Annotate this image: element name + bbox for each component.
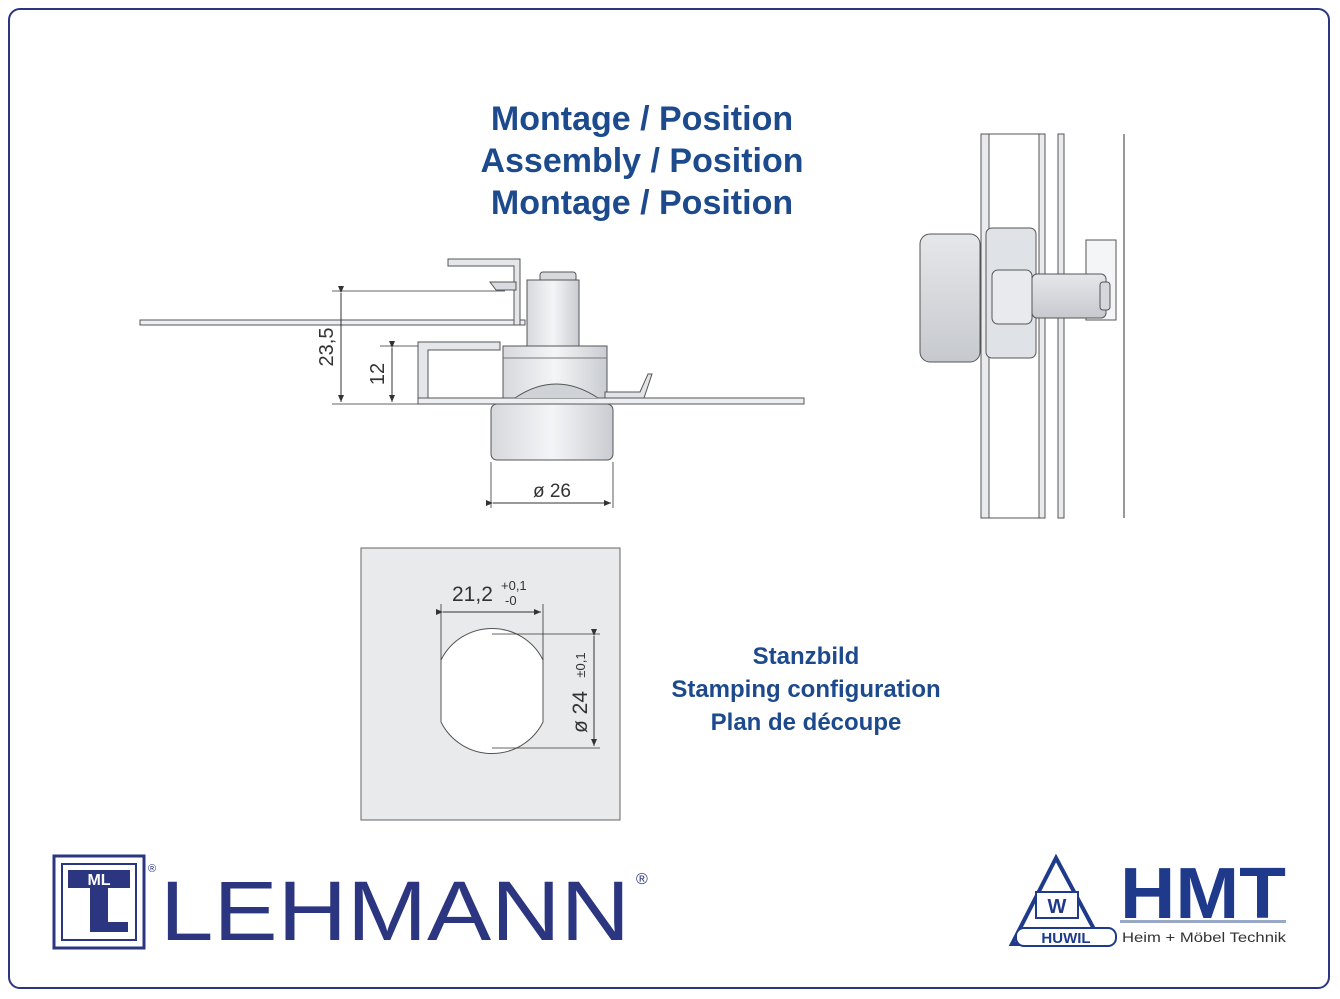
bottom-panel [417,397,805,405]
cutout-hole [440,628,544,754]
bolt [526,279,580,347]
dim-diameter-outer: ø 26 [533,481,571,502]
stamping-heading: Stanzbild Stamping configuration Plan de… [620,640,992,739]
dim-cutout-tol-minus: -0 [505,593,517,608]
lower-bracket [417,341,501,399]
stamping-line-fr: Plan de découpe [710,709,902,736]
dim-cutout-tol-plus: +0,1 [501,578,527,593]
heading-line-en: Assembly / Position [480,142,804,180]
dim-height-total: 23,5 [316,328,338,367]
heading-line-fr: Montage / Position [490,184,794,222]
cylinder-front [490,403,614,461]
hmt-logo: W HUWIL HMT Heim + Möbel Technik [1008,853,1287,947]
assembly-heading: Montage / Position Assembly / Position M… [420,98,864,224]
cylinder-side [919,233,981,363]
hmt-tagline: Heim + Möbel Technik [1122,929,1287,945]
front-side-view [919,133,1125,519]
lehmann-mark-text: ML [87,872,110,889]
spring-clip [604,373,653,399]
stamping-line-en: Stamping configuration [671,676,941,703]
lehmann-wordmark: LEHMANN [160,864,630,958]
huwil-w-mark: W [1048,896,1067,918]
dim-cutout-diameter: ø 24 [569,691,592,733]
stamping-plate: 21,2 +0,1 -0 ø 24 ±0,1 [360,547,621,821]
panel-plate [139,319,526,326]
heading-line-de: Montage / Position [490,100,794,138]
lehmann-registered: ® [636,871,648,888]
dim-cutout-width: 21,2 [452,583,493,606]
side-view: 23,5 12 ø 26 [139,258,805,508]
lehmann-logo: ML ® LEHMANN ® [52,854,648,958]
bolt-side [1031,273,1107,319]
dim-cutout-diameter-tol: ±0,1 [573,652,588,677]
huwil-name: HUWIL [1041,930,1090,947]
stamping-line-de: Stanzbild [752,643,860,670]
lehmann-mark-registered: ® [148,863,156,875]
dim-height-inner: 12 [367,363,389,385]
page-frame [8,8,1330,989]
upper-bracket [447,258,521,326]
